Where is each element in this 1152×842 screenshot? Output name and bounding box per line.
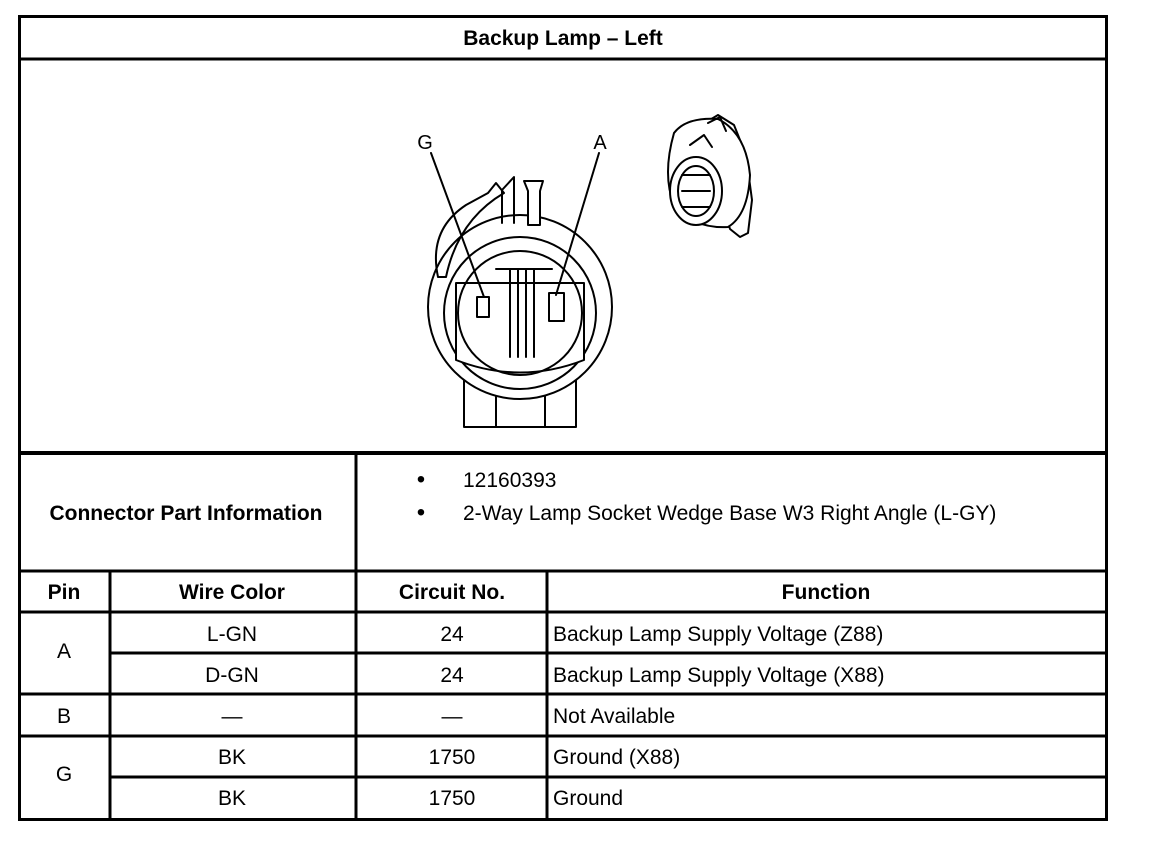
- wire-color-cell: L-GN: [207, 623, 257, 646]
- connector-description: 2-Way Lamp Socket Wedge Base W3 Right An…: [463, 502, 996, 525]
- terminal-a: [548, 292, 565, 322]
- circuit-cell: —: [442, 705, 463, 728]
- connector-table: Backup Lamp – Left: [18, 15, 1108, 821]
- terminal-g: [476, 296, 490, 318]
- bullet-icon: •: [417, 466, 425, 493]
- table-row: BK 1750 Ground (X88): [218, 746, 680, 769]
- wire-color-cell: —: [222, 705, 243, 728]
- connector-sheet: Backup Lamp – Left: [18, 15, 1108, 821]
- function-cell: Ground (X88): [553, 746, 680, 769]
- pin-cell: A: [57, 640, 71, 663]
- connector-part-number: 12160393: [463, 469, 556, 492]
- connector-info-label: Connector Part Information: [49, 502, 322, 525]
- table-row: BK 1750 Ground: [218, 787, 623, 810]
- pin-cell: B: [57, 705, 71, 728]
- wire-color-cell: D-GN: [205, 664, 259, 687]
- circuit-cell: 24: [440, 623, 464, 646]
- wire-color-cell: BK: [218, 787, 246, 810]
- function-cell: Not Available: [553, 705, 675, 728]
- table-row: D-GN 24 Backup Lamp Supply Voltage (X88): [205, 664, 884, 687]
- circuit-cell: 24: [440, 664, 464, 687]
- table-row: L-GN 24 Backup Lamp Supply Voltage (Z88): [207, 623, 883, 646]
- connector-illustration: G A: [417, 114, 753, 428]
- function-cell: Backup Lamp Supply Voltage (Z88): [553, 623, 883, 646]
- circuit-cell: 1750: [429, 746, 476, 769]
- pin-cell: G: [56, 763, 72, 786]
- table-row: — — Not Available: [222, 705, 676, 728]
- table-grid: [18, 15, 1108, 821]
- wire-color-cell: BK: [218, 746, 246, 769]
- column-header-circuit: Circuit No.: [399, 581, 505, 604]
- function-cell: Backup Lamp Supply Voltage (X88): [553, 664, 885, 687]
- column-header-function: Function: [782, 581, 871, 604]
- socket-face-drawing: [427, 152, 613, 428]
- circuit-cell: 1750: [429, 787, 476, 810]
- column-header-pin: Pin: [48, 581, 81, 604]
- page-title: Backup Lamp – Left: [463, 27, 663, 50]
- column-header-wire-color: Wire Color: [179, 581, 285, 604]
- pin-label-a: A: [593, 132, 607, 154]
- pin-label-g: G: [417, 132, 433, 154]
- socket-perspective-drawing: [667, 114, 753, 238]
- bullet-icon: •: [417, 499, 425, 526]
- connector-info-list: • 12160393 • 2-Way Lamp Socket Wedge Bas…: [417, 466, 997, 526]
- function-cell: Ground: [553, 787, 623, 810]
